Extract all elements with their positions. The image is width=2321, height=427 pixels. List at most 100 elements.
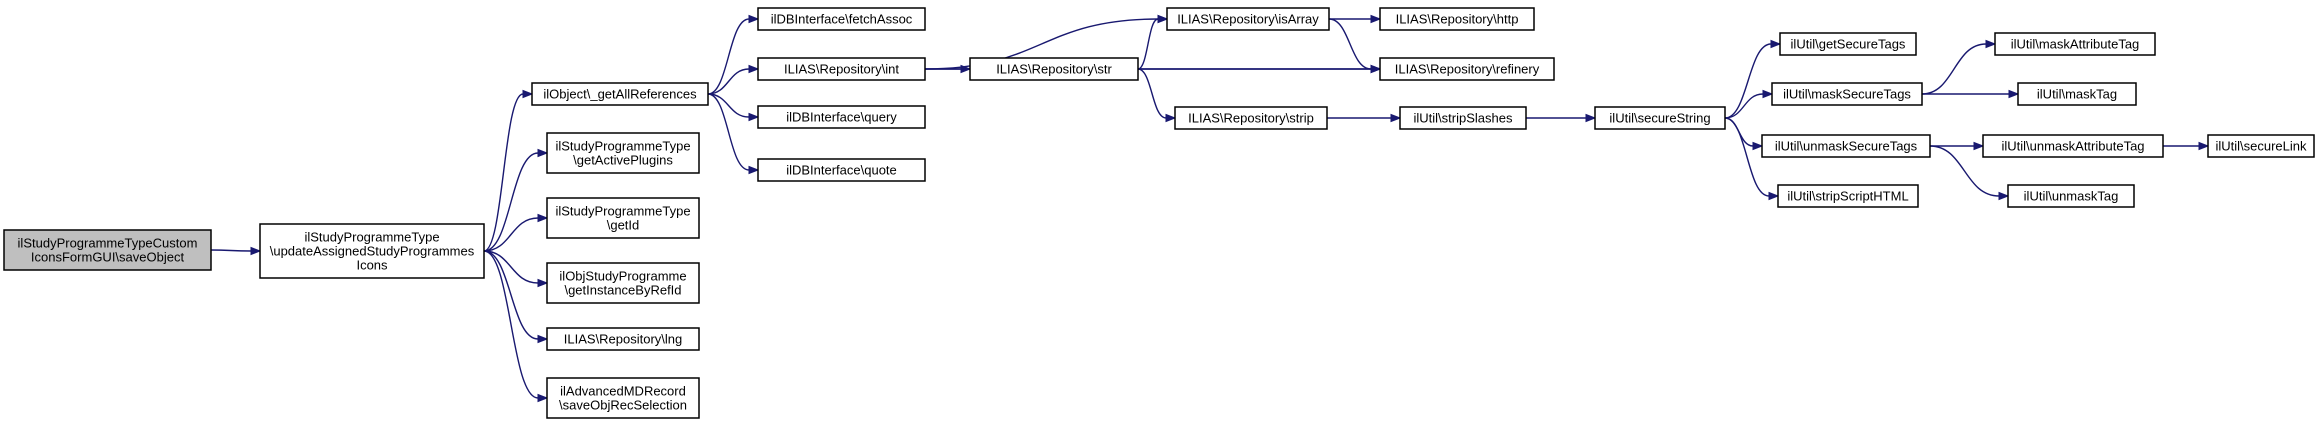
node-box [3,229,212,271]
edge-unmask-attribute-tag-to-secure-link [2163,141,2210,151]
edge-get-all-refs-to-fetch-assoc [707,14,760,95]
edge-mask-secure-tags-to-mask-tag [1922,89,2020,99]
edges-layer [210,14,2210,403]
edge-line [1328,18,1372,70]
node-unmask-secure-tags[interactable]: ilUtil\unmaskSecureTags [1761,134,1931,158]
node-refinery[interactable]: ILIAS\Repository\refinery [1379,57,1555,81]
node-box [757,7,926,31]
node-label: \updateAssignedStudyProgrammes [270,244,475,259]
node-label: ilDBInterface\fetchAssoc [771,12,913,27]
node-repo-lng[interactable]: ILIAS\Repository\lng [546,327,700,351]
node-mask-secure-tags[interactable]: ilUtil\maskSecureTags [1771,82,1923,106]
node-box [546,327,700,351]
edge-get-all-refs-to-repo-int [707,64,760,95]
edge-is-array-to-refinery [1328,18,1382,74]
node-label: ilStudyProgrammeTypeCustom [18,236,198,251]
node-get-secure-tags[interactable]: ilUtil\getSecureTags [1779,32,1917,56]
edge-update-to-get-id [483,213,549,252]
node-label: ILIAS\Repository\str [996,62,1112,77]
edge-strip-slashes-to-secure-string [1526,113,1597,123]
edge-line [707,18,750,95]
node-http[interactable]: ILIAS\Repository\http [1379,7,1535,31]
node-unmask-tag[interactable]: ilUtil\unmaskTag [2007,184,2135,208]
node-box [1771,82,1923,106]
node-repo-strip[interactable]: ILIAS\Repository\strip [1174,106,1328,130]
edge-repo-str-to-repo-strip [1137,68,1177,123]
node-label: ILIAS\Repository\refinery [1395,62,1540,77]
node-box [546,197,700,239]
node-get-id[interactable]: ilStudyProgrammeType\getId [546,197,700,239]
node-box [546,262,700,304]
arrowhead-icon [1762,89,1774,99]
node-secure-link[interactable]: ilUtil\secureLink [2207,134,2315,158]
node-query[interactable]: ilDBInterface\query [757,105,926,129]
edge-mask-secure-tags-to-mask-attribute-tag [1921,39,1997,95]
node-box [1379,7,1535,31]
edge-line [1929,145,2000,197]
arrowhead-icon [522,89,534,99]
node-box [757,57,926,81]
node-label: IconsFormGUI\saveObject [31,250,185,265]
node-strip-script-html[interactable]: ilUtil\stripScriptHTML [1777,184,1919,208]
arrowhead-icon [1998,191,2010,201]
node-label: \getId [607,218,640,233]
edge-repo-strip-to-strip-slashes [1327,113,1402,123]
edge-line [483,93,524,252]
node-label: ilUtil\unmaskAttributeTag [2001,139,2144,154]
node-mask-tag[interactable]: ilUtil\maskTag [2017,82,2137,106]
node-box [1594,106,1726,130]
arrowhead-icon [1770,39,1782,49]
node-label: ilUtil\stripSlashes [1414,111,1513,126]
edge-line [924,18,1159,70]
node-label: ilUtil\stripScriptHTML [1787,189,1908,204]
edge-repo-str-to-refinery [1138,64,1382,74]
node-update[interactable]: ilStudyProgrammeType\updateAssignedStudy… [259,223,485,279]
node-box [1777,184,1919,208]
node-secure-string[interactable]: ilUtil\secureString [1594,106,1726,130]
node-label: \getActivePlugins [573,153,673,168]
node-label: ILIAS\Repository\lng [564,332,683,347]
arrowhead-icon [1370,64,1382,74]
node-repo-int[interactable]: ILIAS\Repository\int [757,57,926,81]
edge-line [707,68,750,95]
node-fetch-assoc[interactable]: ilDBInterface\fetchAssoc [757,7,926,31]
node-box [1399,106,1527,130]
node-get-all-refs[interactable]: ilObject\_getAllReferences [531,82,709,106]
node-box [259,223,485,279]
node-box [757,158,926,182]
arrowhead-icon [537,148,549,158]
node-label: \getInstanceByRefId [564,283,681,298]
node-strip-slashes[interactable]: ilUtil\stripSlashes [1399,106,1527,130]
node-root[interactable]: ilStudyProgrammeTypeCustomIconsFormGUI\s… [3,229,212,271]
edge-repo-str-to-is-array [1137,14,1169,70]
edge-get-all-refs-to-quote [707,93,760,175]
edge-line [483,250,539,340]
edge-update-to-repo-lng [483,250,549,344]
arrowhead-icon [537,334,549,344]
node-label: \saveObjRecSelection [559,398,687,413]
arrowhead-icon [2198,141,2210,151]
edge-unmask-secure-tags-to-unmask-attribute-tag [1930,141,1985,151]
node-quote[interactable]: ilDBInterface\quote [757,158,926,182]
arrowhead-icon [1752,141,1764,151]
node-get-instance-by-ref-id[interactable]: ilObjStudyProgramme\getInstanceByRefId [546,262,700,304]
node-label: ilStudyProgrammeType [555,139,690,154]
edge-secure-string-to-get-secure-tags [1724,39,1782,119]
node-box [1174,106,1328,130]
node-repo-str[interactable]: ILIAS\Repository\str [969,57,1139,81]
node-unmask-attribute-tag[interactable]: ilUtil\unmaskAttributeTag [1982,134,2164,158]
node-save-obj-rec[interactable]: ilAdvancedMDRecord\saveObjRecSelection [546,377,700,419]
node-label: ILIAS\Repository\http [1396,12,1519,27]
node-label: ilUtil\unmaskTag [2024,189,2119,204]
node-label: ILIAS\Repository\int [784,62,899,77]
node-box [1982,134,2164,158]
edge-update-to-get-all-refs [483,89,534,252]
node-label: ilUtil\maskAttributeTag [2011,37,2140,52]
node-mask-attribute-tag[interactable]: ilUtil\maskAttributeTag [1994,32,2156,56]
node-box [1779,32,1917,56]
node-get-active-plugins[interactable]: ilStudyProgrammeType\getActivePlugins [546,132,700,174]
node-is-array[interactable]: ILIAS\Repository\isArray [1166,7,1330,31]
edge-unmask-secure-tags-to-unmask-tag [1929,145,2010,201]
edge-line [1137,68,1167,119]
edge-line [707,93,750,171]
